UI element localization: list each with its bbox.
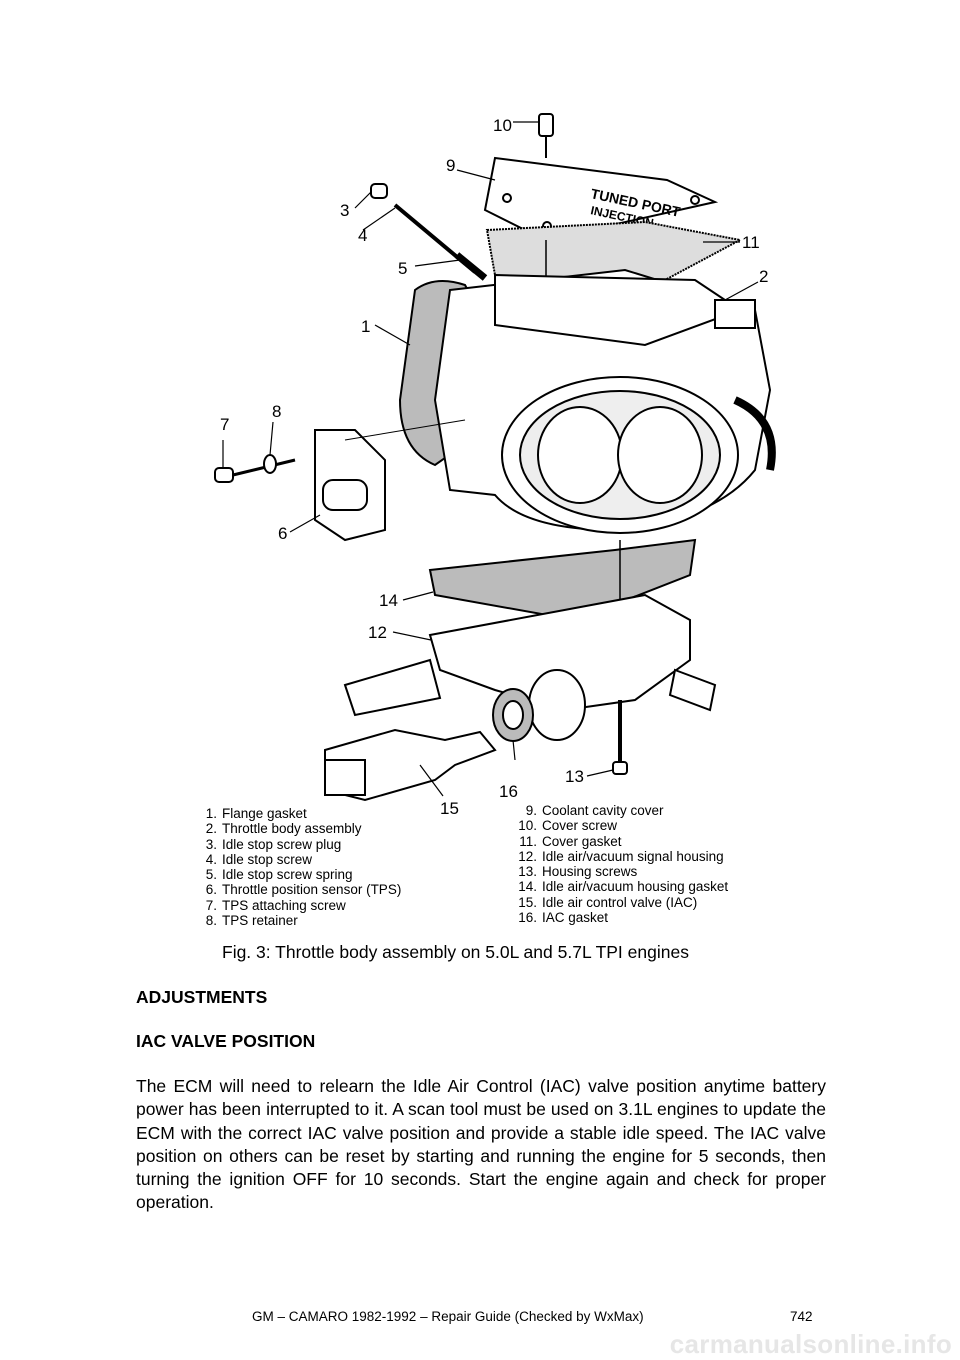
legend-row: 14.Idle air/vacuum housing gasket bbox=[518, 879, 729, 895]
legend-row: 15.Idle air control valve (IAC) bbox=[518, 894, 698, 910]
legend-row: 16.IAC gasket bbox=[518, 910, 609, 926]
legend-row: 11.Cover gasket bbox=[519, 833, 622, 849]
callout-13: 13 bbox=[565, 767, 584, 786]
callout-9: 9 bbox=[446, 156, 456, 175]
callout-8: 8 bbox=[272, 402, 282, 421]
legend-row: 3.Idle stop screw plug bbox=[205, 836, 342, 852]
callout-14: 14 bbox=[379, 591, 398, 610]
throttle-body-figure: TUNED PORT INJECTION bbox=[195, 100, 815, 930]
figure-legend-right: 9.Coolant cavity cover 10.Cover screw 11… bbox=[513, 803, 728, 925]
page-number: 742 bbox=[790, 1309, 813, 1324]
callout-4: 4 bbox=[358, 226, 368, 245]
legend-row: 6.Throttle position sensor (TPS) bbox=[205, 882, 402, 898]
watermark: carmanualsonline.info bbox=[669, 1329, 952, 1359]
legend-row: 10.Cover screw bbox=[518, 818, 618, 834]
legend-row: 9.Coolant cavity cover bbox=[525, 803, 664, 818]
callout-12: 12 bbox=[368, 623, 387, 642]
footer-title: GM – CAMARO 1982-1992 – Repair Guide (Ch… bbox=[252, 1309, 644, 1324]
body-paragraph: The ECM will need to relearn the Idle Ai… bbox=[136, 1076, 826, 1213]
callout-3: 3 bbox=[340, 201, 350, 220]
subsection-heading: IAC VALVE POSITION bbox=[136, 1031, 316, 1051]
legend-row: 4.Idle stop screw bbox=[205, 851, 313, 867]
legend-row: 5.Idle stop screw spring bbox=[205, 867, 353, 883]
legend-row: 1.Flange gasket bbox=[205, 806, 307, 821]
figure-legend-left: 1.Flange gasket 2.Throttle body assembly… bbox=[195, 806, 402, 929]
callout-5: 5 bbox=[398, 259, 408, 278]
callout-7: 7 bbox=[220, 415, 230, 434]
legend-row: 13.Housing screws bbox=[518, 864, 638, 880]
section-heading: ADJUSTMENTS bbox=[136, 987, 268, 1007]
callout-11: 11 bbox=[742, 233, 760, 252]
legend-row: 7.TPS attaching screw bbox=[205, 897, 346, 913]
callout-16: 16 bbox=[499, 782, 518, 801]
legend-row: 8.TPS retainer bbox=[205, 913, 298, 929]
callout-6: 6 bbox=[278, 524, 288, 543]
callout-2: 2 bbox=[759, 267, 769, 286]
legend-row: 12.Idle air/vacuum signal housing bbox=[518, 848, 724, 864]
legend-row: 2.Throttle body assembly bbox=[205, 821, 362, 837]
callout-1: 1 bbox=[361, 317, 371, 336]
callout-15: 15 bbox=[440, 799, 459, 818]
figure-caption: Fig. 3: Throttle body assembly on 5.0L a… bbox=[222, 942, 689, 962]
callout-10: 10 bbox=[493, 116, 512, 135]
throttle-body-exploded-drawing: TUNED PORT INJECTION bbox=[214, 113, 776, 802]
